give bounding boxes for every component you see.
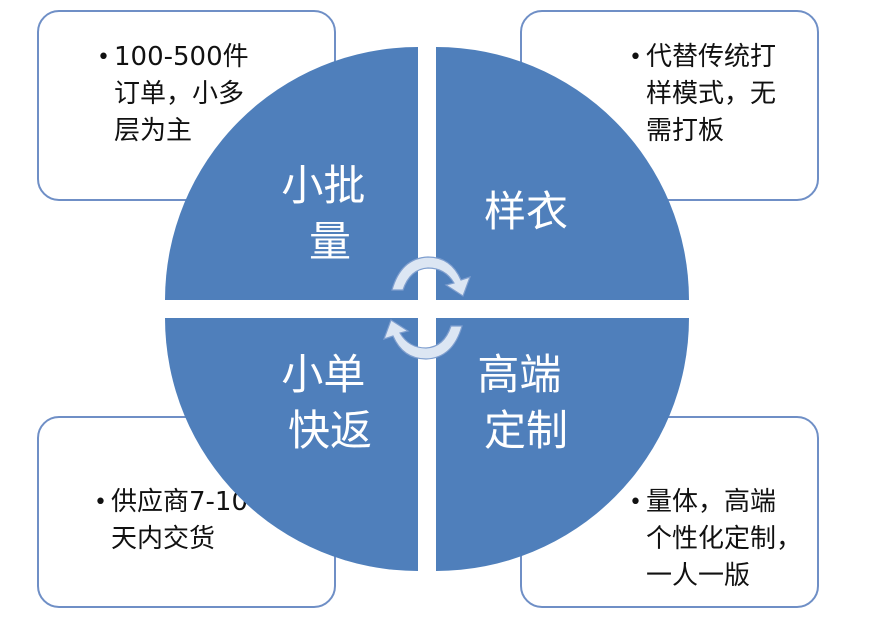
quadrant-top-right-label: 样衣: [484, 187, 568, 236]
cycle-arrow-top: [391, 256, 471, 297]
quadrant-bottom-left-label: 小单 快返: [281, 350, 378, 455]
callout-top-right-text: 代替传统打 样模式，无 需打板: [629, 39, 776, 150]
quadrant-top-left-label: 小批 量: [281, 161, 378, 266]
quadrant-bottom-right-label: 高端 定制: [477, 350, 574, 455]
cycle-arrows-icon: [383, 256, 471, 360]
quadrant-top-left: [165, 47, 418, 300]
quadrant-bottom-left: [165, 318, 418, 571]
callout-top-left-text: 100-500件 订单，小多 层为主: [97, 39, 249, 150]
callout-bottom-left-text: 供应商7-10 天内交货: [94, 484, 248, 558]
quadrant-top-right: [436, 47, 689, 300]
cycle-arrow-bottom: [383, 319, 463, 360]
quadrant-bottom-right: [436, 318, 689, 571]
callout-bottom-right-text: 量体，高端 个性化定制， 一人一版: [629, 484, 802, 595]
